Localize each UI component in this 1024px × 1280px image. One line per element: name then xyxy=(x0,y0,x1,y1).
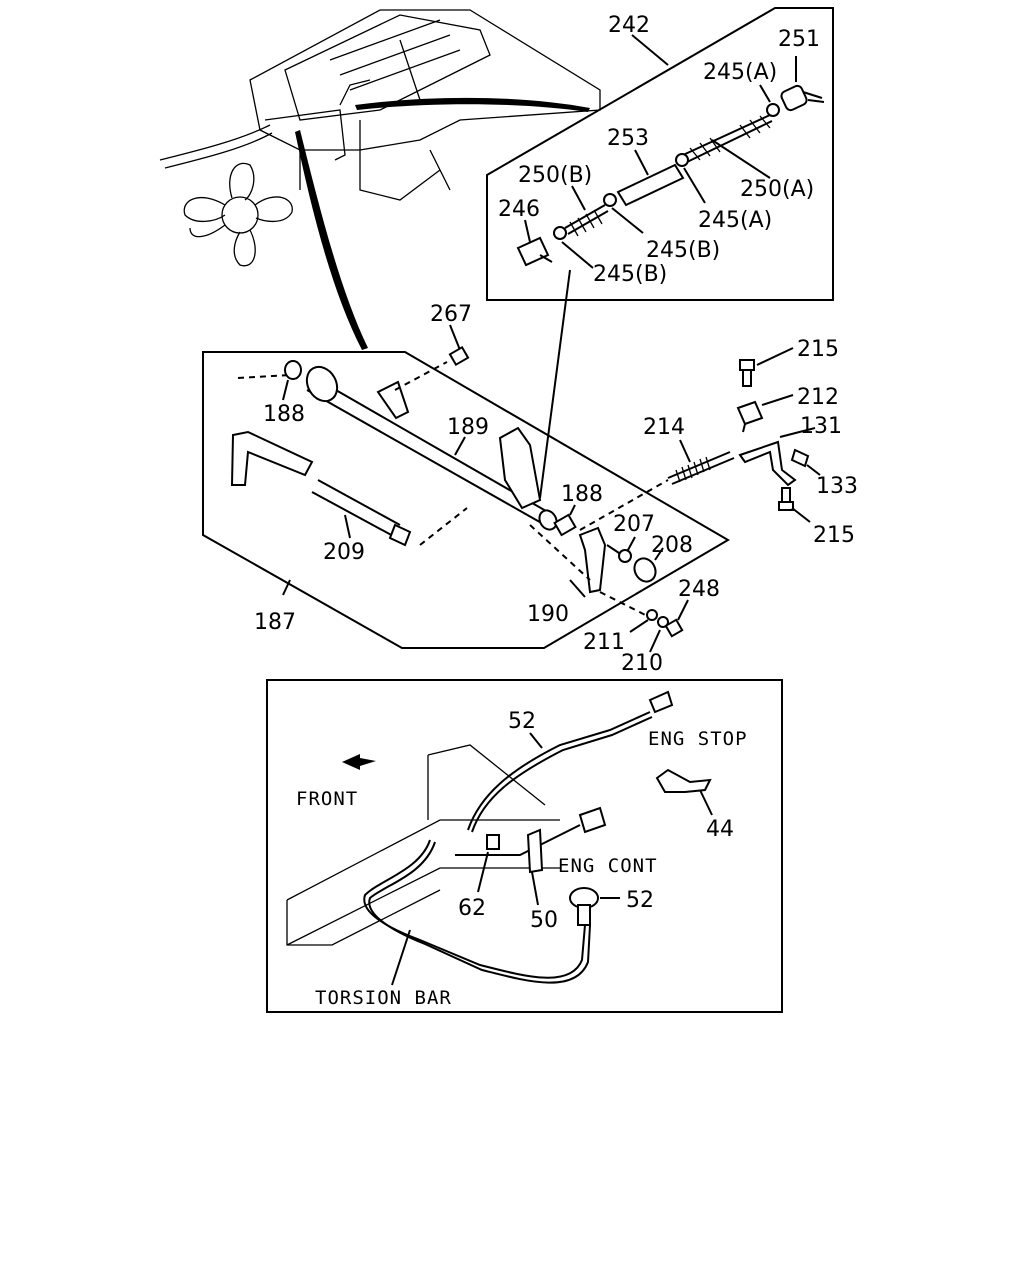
detail-box-242 xyxy=(486,7,834,301)
part-246 xyxy=(516,219,553,267)
callout-212: 212 xyxy=(797,385,839,410)
part-253 xyxy=(616,149,685,207)
callout-131: 131 xyxy=(800,414,842,439)
callout-242: 242 xyxy=(608,13,650,38)
callout-133: 133 xyxy=(816,474,858,499)
callout-250a: 250(A) xyxy=(740,177,814,202)
part-245a-nut xyxy=(759,84,780,117)
callout-44: 44 xyxy=(706,817,734,842)
fan-icon xyxy=(183,162,293,267)
callout-248: 248 xyxy=(678,577,720,602)
callout-215-bot: 215 xyxy=(813,523,855,548)
callout-253: 253 xyxy=(607,126,649,151)
callout-188-right: 188 xyxy=(561,482,603,507)
callout-267: 267 xyxy=(430,302,472,327)
part-44 xyxy=(655,768,713,816)
engine-illustration xyxy=(159,9,601,350)
eng-stop-label: ENG STOP xyxy=(648,728,748,750)
callout-189: 189 xyxy=(447,415,489,440)
callout-52-top: 52 xyxy=(508,709,536,734)
front-arrow-icon xyxy=(342,754,376,770)
callout-245b-2: 245(B) xyxy=(593,262,667,287)
routing-box xyxy=(266,679,783,1013)
cable-bracket-group xyxy=(579,347,821,531)
callout-207: 207 xyxy=(613,512,655,537)
callout-211: 211 xyxy=(583,630,625,655)
callout-62: 62 xyxy=(458,896,486,921)
callout-208: 208 xyxy=(651,533,693,558)
callout-52-bot: 52 xyxy=(626,888,654,913)
callout-190: 190 xyxy=(527,602,569,627)
control-knob-icon xyxy=(569,887,620,926)
callout-50: 50 xyxy=(530,908,558,933)
assembly-box-187 xyxy=(202,351,730,653)
callout-210: 210 xyxy=(621,651,663,676)
callout-215-top: 215 xyxy=(797,337,839,362)
torsion-bar-label: TORSION BAR xyxy=(315,987,452,1009)
callout-187: 187 xyxy=(254,610,296,635)
callout-209: 209 xyxy=(323,540,365,565)
callout-245b-1: 245(B) xyxy=(646,238,720,263)
callout-246: 246 xyxy=(498,197,540,222)
callout-245a-top: 245(A) xyxy=(703,60,777,85)
callout-245a-mid: 245(A) xyxy=(698,208,772,233)
callout-214: 214 xyxy=(643,415,685,440)
part-267 xyxy=(448,324,470,367)
callout-250b: 250(B) xyxy=(518,163,592,188)
front-label: FRONT xyxy=(296,788,358,810)
part-251 xyxy=(780,56,825,112)
eng-cont-label: ENG CONT xyxy=(558,855,658,877)
callout-188-left: 188 xyxy=(263,402,305,427)
callout-251: 251 xyxy=(778,27,820,52)
